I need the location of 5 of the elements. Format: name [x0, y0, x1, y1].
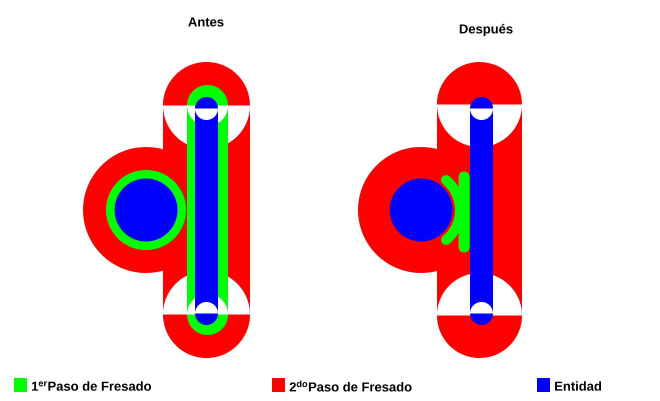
panel-title: Después: [460, 24, 513, 36]
legend-label: Entidad: [555, 381, 602, 391]
legend-label: 1$^{er}$Paso de Fresado: [32, 381, 152, 391]
legend-label: 2$^{do}$Paso de Fresado: [290, 380, 412, 392]
panel-title: Antes: [188, 17, 224, 27]
